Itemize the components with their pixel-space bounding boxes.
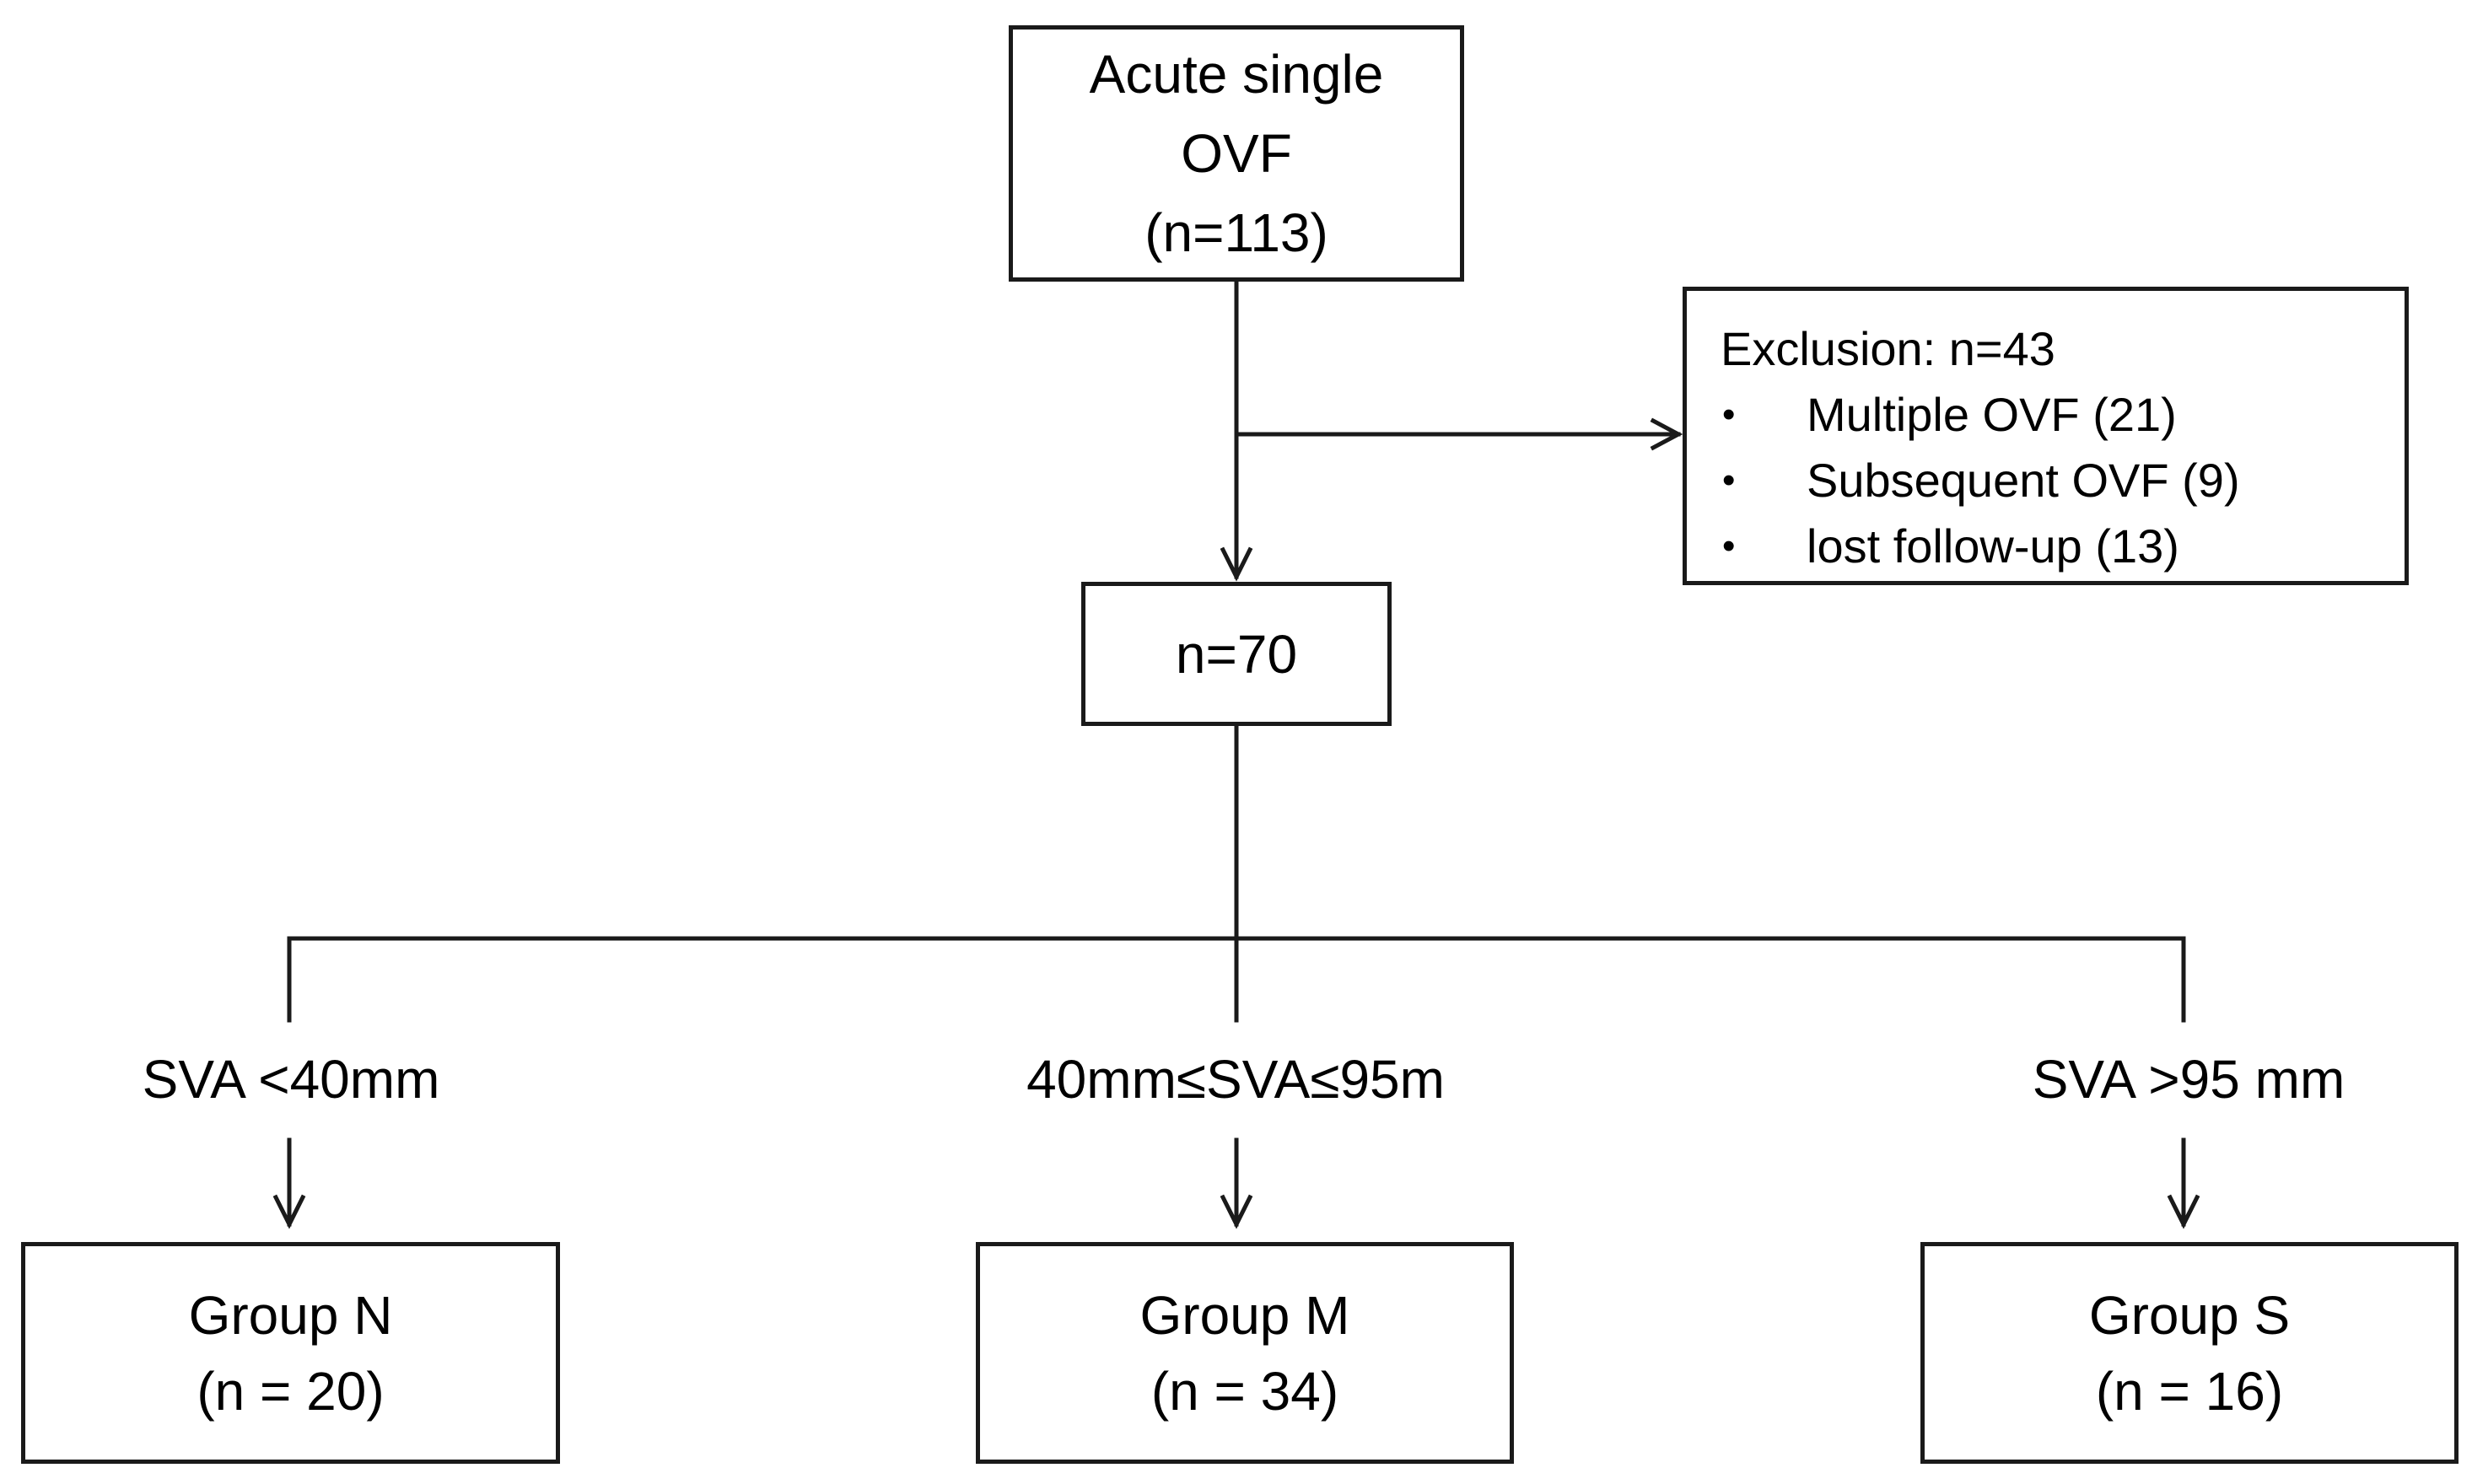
start-box: Acute single OVF (n=113) (1009, 25, 1464, 282)
group-m-name: Group M (1139, 1284, 1350, 1346)
arrowhead-exclusion (1650, 417, 1683, 451)
arrowhead-group-s (2167, 1194, 2200, 1229)
exclusion-box: Exclusion: n=43 • Multiple OVF (21) • Su… (1683, 287, 2409, 585)
bullet-icon: • (1722, 460, 1736, 501)
group-s-count: (n = 16) (2095, 1360, 2284, 1422)
arrowhead-mid (1220, 546, 1253, 582)
start-box-line3: (n=113) (1144, 202, 1328, 263)
start-box-line2: OVF (1181, 123, 1292, 184)
bullet-icon: • (1722, 394, 1736, 435)
arrowhead-group-n (272, 1194, 306, 1229)
criterion-group-m: 40mm≤SVA≤95m (928, 1046, 1543, 1113)
group-s-box: Group S (n = 16) (1920, 1242, 2459, 1464)
start-box-line1: Acute single (1089, 44, 1384, 105)
group-s-name: Group S (2088, 1284, 2291, 1346)
exclusion-item-label: Subsequent OVF (9) (1807, 454, 2240, 507)
group-n-box: Group N (n = 20) (21, 1242, 560, 1464)
criterion-group-n: SVA <40mm (84, 1046, 498, 1113)
exclusion-item: • Multiple OVF (21) (1721, 382, 2177, 448)
included-box: n=70 (1081, 582, 1392, 726)
bullet-icon: • (1722, 525, 1736, 567)
arrowhead-group-m (1220, 1194, 1253, 1229)
group-n-name: Group N (188, 1284, 393, 1346)
group-n-count: (n = 20) (197, 1360, 385, 1422)
group-m-count: (n = 34) (1150, 1360, 1339, 1422)
exclusion-item-label: Multiple OVF (21) (1807, 388, 2177, 441)
exclusion-item: • lost follow-up (13) (1721, 513, 2179, 579)
included-label: n=70 (1175, 623, 1298, 685)
exclusion-item: • Subsequent OVF (9) (1721, 448, 2240, 513)
criterion-group-s: SVA >95 mm (1961, 1046, 2416, 1113)
exclusion-item-label: lost follow-up (13) (1807, 519, 2179, 573)
exclusion-title: Exclusion: n=43 (1721, 322, 2055, 375)
group-m-box: Group M (n = 34) (976, 1242, 1514, 1464)
